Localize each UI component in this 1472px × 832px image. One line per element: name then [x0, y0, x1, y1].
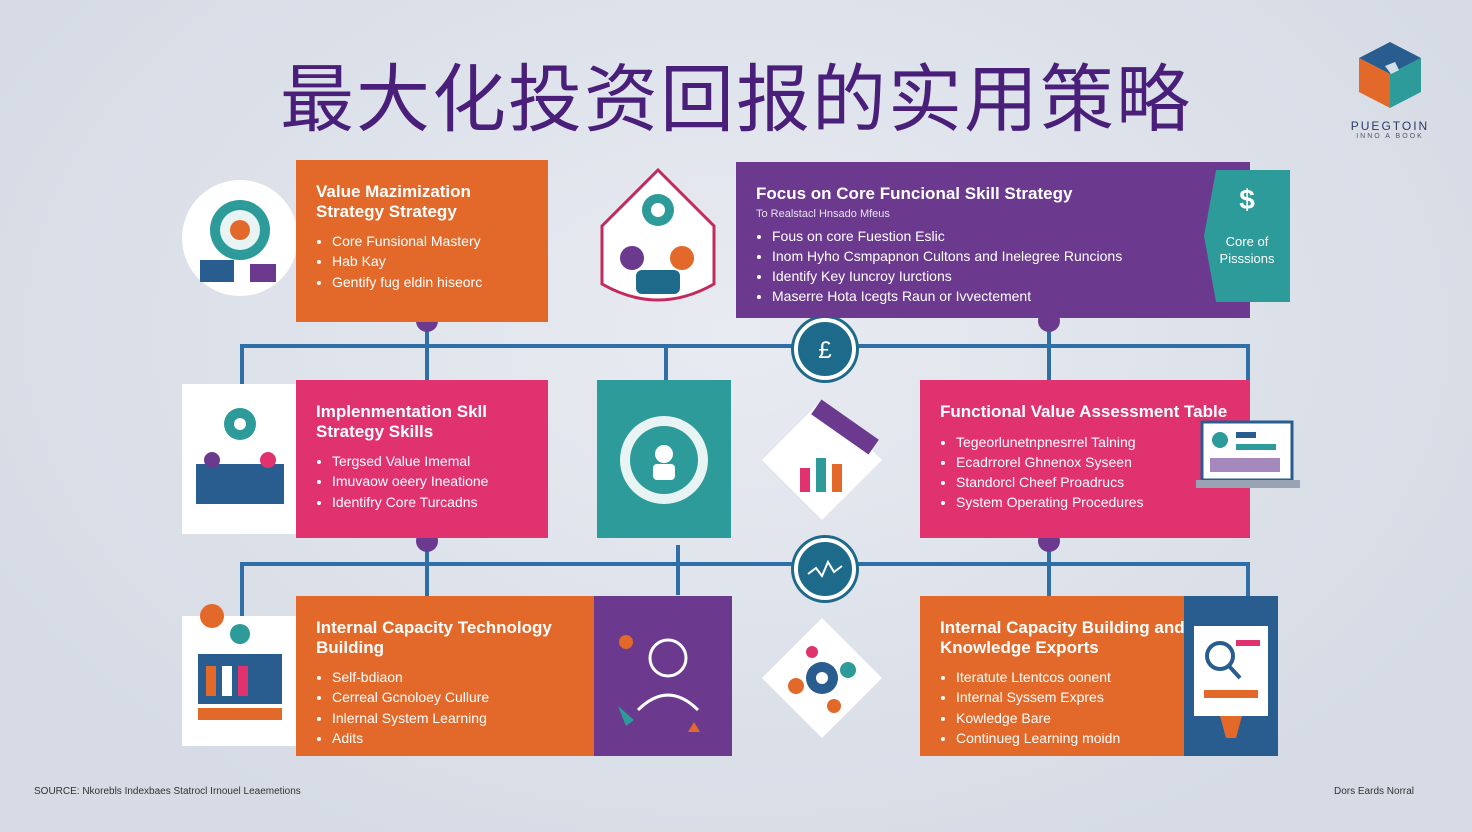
- list-item: Maserre Hota Icegts Raun or Ivvectement: [772, 286, 1170, 306]
- laptop-illustration: [1196, 420, 1300, 497]
- analytics-illustration: [178, 178, 300, 313]
- list-item: Self-bdiaon: [332, 667, 576, 687]
- list-item: Ecadrrorel Ghnenox Syseen: [956, 452, 1230, 472]
- connector-v4: [425, 538, 429, 596]
- laptop-dashboard-icon: [1196, 420, 1300, 488]
- list-item: Tergsed Value Imemal: [332, 451, 528, 471]
- list-item: Tegeorlunetnpnesrrel Talning: [956, 432, 1230, 452]
- list-item: Identifry Core Turcadns: [332, 492, 528, 512]
- connector-v2: [664, 344, 668, 382]
- team-circle-icon: [620, 416, 708, 504]
- card-subtitle: To Realstacl Hnsado Mfeus: [756, 207, 890, 220]
- connector-top-horizontal: [240, 344, 1250, 348]
- page-title: 最大化投资回报的实用策略: [280, 57, 1192, 143]
- card-title: Internal Capacity Building and Knowledge…: [940, 618, 1185, 657]
- team-meeting-icon: [600, 167, 716, 302]
- list-item: Fous on core Fuestion Eslic: [772, 226, 1170, 246]
- list-item: Continueg Learning moidn: [956, 728, 1230, 748]
- bar-chart-diamond: [760, 398, 884, 527]
- center-teal-panel: [597, 380, 731, 538]
- core-badge: $ Core of Pisssions: [1204, 170, 1290, 302]
- cube-logo-icon: [1359, 42, 1421, 108]
- person-panel: [594, 596, 732, 756]
- connector-v5: [676, 545, 680, 595]
- connector-bottom-left-vertical: [240, 562, 244, 622]
- team-illustration: [596, 166, 720, 321]
- footer-note: Dors Eards Norral: [1334, 786, 1415, 797]
- hub-top: £: [794, 318, 856, 380]
- list-item: Adits: [332, 728, 576, 748]
- svg-text:£: £: [818, 337, 831, 364]
- list-item: Gentify fug eldin hiseorc: [332, 272, 528, 292]
- brand-name: PUEGTOIN: [1350, 119, 1430, 133]
- bar-chart-icon: [762, 399, 882, 520]
- analysis-panel: [1184, 596, 1278, 756]
- list-item: Inom Hyho Csmpapnon Cultons and Inelegre…: [772, 246, 1170, 266]
- card-title: Internal Capacity Technology Building: [316, 618, 552, 657]
- card-title: Focus on Core Funcional Skill Strategy: [756, 184, 1073, 203]
- card-internal-technology: Internal Capacity Technology Building Se…: [296, 596, 596, 756]
- card-value-maximization: Value Mazimization Strategy Strategy Cor…: [296, 160, 548, 322]
- list-item: Internal Syssem Expres: [956, 687, 1230, 707]
- list-item: System Operating Procedures: [956, 492, 1230, 512]
- list-item: Identify Key Iuncroy Iurctions: [772, 266, 1170, 286]
- list-item: Kowledge Bare: [956, 708, 1230, 728]
- brand-logo: PUEGTOIN INNO A BOOK: [1350, 40, 1430, 140]
- list-item: Inlernal System Learning: [332, 708, 576, 728]
- gears-network-icon: [762, 618, 882, 738]
- footer-source: SOURCE: Nkorebls Indexbaes Statrocl Irno…: [34, 786, 301, 797]
- dollar-icon: $: [1239, 184, 1255, 215]
- list-item: Cerreal Gcnoloey Cullure: [332, 687, 576, 707]
- core-badge-label: Core of Pisssions: [1219, 234, 1275, 266]
- person-icon: [618, 635, 700, 732]
- brand-subtitle: INNO A BOOK: [1356, 133, 1424, 140]
- list-item: Standorcl Cheef Proadrucs: [956, 472, 1230, 492]
- card-title: Functional Value Assessment Table: [940, 402, 1228, 421]
- magnifier-dashboard-icon: [182, 180, 298, 296]
- people-illustration: [182, 384, 298, 539]
- list-item: Core Funsional Mastery: [332, 231, 528, 251]
- hub-middle: [794, 538, 856, 600]
- card-title: Value Mazimization Strategy Strategy: [316, 182, 471, 221]
- card-implementation: Implenmentation Skll Strategy Skills Ter…: [296, 380, 548, 538]
- connector-bottom-horizontal: [240, 562, 1250, 566]
- list-item: Iteratute Ltentcos oonent: [956, 667, 1230, 687]
- pound-icon: £: [818, 337, 831, 364]
- card-title: Implenmentation Skll Strategy Skills: [316, 402, 487, 441]
- list-item: Hab Kay: [332, 251, 528, 271]
- list-item: Imuvaow oeery Ineatione: [332, 471, 528, 491]
- gears-diamond: [760, 616, 884, 745]
- trend-line-icon: [807, 559, 843, 578]
- card-functional-value: Functional Value Assessment Table Tegeor…: [920, 380, 1250, 538]
- connector-v3: [1047, 320, 1051, 380]
- connector-top-left-vertical: [240, 344, 244, 422]
- card-focus-core-skill: Focus on Core Funcional Skill Strategy T…: [736, 162, 1250, 318]
- team-location-icon: [182, 384, 298, 534]
- shop-illustration: [182, 596, 298, 751]
- connector-v6: [1047, 538, 1051, 596]
- connector-v1: [425, 320, 429, 380]
- magnifier-report-icon: [1194, 626, 1268, 738]
- connector-bottom-right-vertical: [1246, 562, 1250, 622]
- storefront-icon: [182, 604, 298, 746]
